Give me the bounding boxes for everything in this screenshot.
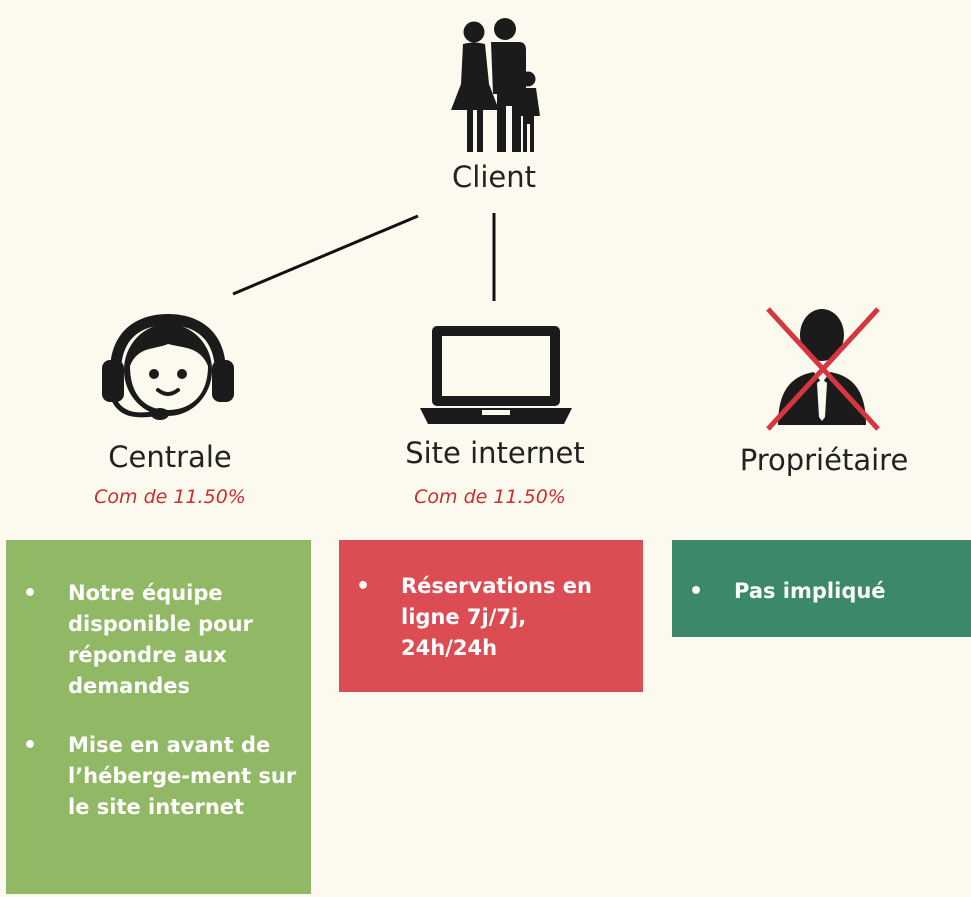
centrale-commission: Com de 11.50% <box>94 486 246 508</box>
site-info-box: Réservations en ligne 7j/7j, 24h/24h <box>339 540 643 692</box>
client-label: Client <box>452 160 536 194</box>
centrale-label: Centrale <box>108 440 232 474</box>
site-bullet-list: Réservations en ligne 7j/7j, 24h/24h <box>339 571 603 664</box>
family-icon <box>451 18 540 152</box>
businessman-crossed-icon <box>766 307 880 431</box>
site-bullet-1: Réservations en ligne 7j/7j, 24h/24h <box>339 571 603 664</box>
centrale-bullet-1: Notre équipe disponible pour répondre au… <box>6 578 303 702</box>
laptop-icon <box>420 326 572 424</box>
centrale-bullet-list: Notre équipe disponible pour répondre au… <box>6 578 303 823</box>
proprietaire-bullet-list: Pas impliqué <box>672 576 967 607</box>
site-commission: Com de 11.50% <box>414 486 566 508</box>
centrale-bullet-2: Mise en avant de l’héberge-ment sur le s… <box>6 730 303 823</box>
proprietaire-info-box: Pas impliqué <box>672 540 971 637</box>
centrale-info-box: Notre équipe disponible pour répondre au… <box>6 540 311 894</box>
headset-agent-icon <box>102 314 234 420</box>
connector-client-centrale <box>232 214 419 296</box>
site-label: Site internet <box>405 436 585 470</box>
proprietaire-bullet-1: Pas impliqué <box>672 576 967 607</box>
proprietaire-label: Propriétaire <box>739 443 909 477</box>
